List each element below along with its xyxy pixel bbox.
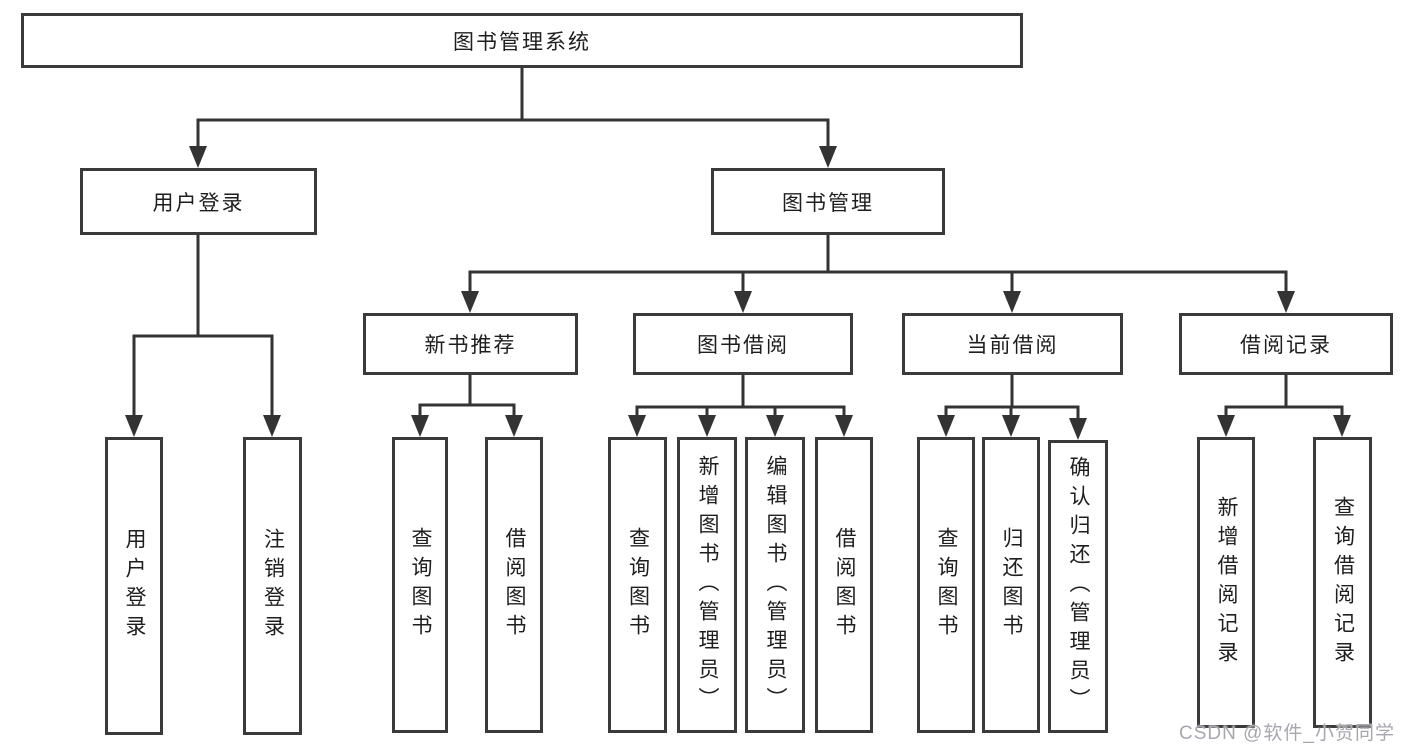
node-current-return-books: 归还图书 bbox=[982, 437, 1040, 733]
node-current-confirm-return-label: 确认归还（管理员） bbox=[1067, 456, 1090, 717]
node-user-login-label: 用户登录 bbox=[152, 191, 245, 215]
node-records-query-record-label: 查询借阅记录 bbox=[1331, 495, 1355, 670]
node-borrow-query-books: 查询图书 bbox=[608, 437, 667, 733]
node-records-query-record: 查询借阅记录 bbox=[1313, 437, 1372, 728]
node-recommend-query-books-label: 查询图书 bbox=[409, 527, 432, 643]
node-book-management: 图书管理 bbox=[711, 168, 945, 235]
node-current-return-books-label: 归还图书 bbox=[1000, 527, 1023, 643]
node-borrow-records-label: 借阅记录 bbox=[1240, 334, 1332, 357]
node-borrow-add-books: 新增图书（管理员） bbox=[677, 437, 737, 733]
node-borrow-add-books-label: 新增图书（管理员） bbox=[696, 454, 719, 716]
node-new-book-recommend-label: 新书推荐 bbox=[424, 334, 517, 357]
node-current-query-books-label: 查询图书 bbox=[935, 527, 958, 643]
node-login-user-label: 用户登录 bbox=[123, 528, 146, 644]
node-borrow-borrow-books: 借阅图书 bbox=[815, 437, 873, 733]
node-new-book-recommend: 新书推荐 bbox=[363, 313, 578, 375]
node-borrow-edit-books: 编辑图书（管理员） bbox=[745, 437, 805, 733]
node-root: 图书管理系统 bbox=[21, 13, 1023, 68]
node-recommend-borrow-books-label: 借阅图书 bbox=[503, 527, 526, 643]
node-login-logout-label: 注销登录 bbox=[261, 528, 285, 644]
node-book-management-label: 图书管理 bbox=[782, 191, 874, 215]
node-login-logout: 注销登录 bbox=[243, 437, 302, 735]
node-borrow-query-books-label: 查询图书 bbox=[626, 527, 650, 643]
node-current-borrow: 当前借阅 bbox=[902, 313, 1123, 375]
node-records-add-record: 新增借阅记录 bbox=[1197, 437, 1255, 728]
node-borrow-borrow-books-label: 借阅图书 bbox=[833, 527, 856, 643]
node-recommend-query-books: 查询图书 bbox=[392, 437, 448, 733]
node-book-borrow-label: 图书借阅 bbox=[697, 334, 789, 357]
node-user-login: 用户登录 bbox=[80, 168, 317, 235]
node-current-borrow-label: 当前借阅 bbox=[966, 334, 1059, 357]
node-recommend-borrow-books: 借阅图书 bbox=[485, 437, 543, 733]
node-root-label: 图书管理系统 bbox=[453, 30, 591, 54]
node-login-user: 用户登录 bbox=[105, 437, 163, 735]
node-current-confirm-return: 确认归还（管理员） bbox=[1048, 440, 1108, 733]
node-current-query-books: 查询图书 bbox=[917, 437, 975, 733]
node-borrow-records: 借阅记录 bbox=[1179, 313, 1393, 375]
node-book-borrow: 图书借阅 bbox=[633, 313, 853, 375]
node-records-add-record-label: 新增借阅记录 bbox=[1215, 495, 1238, 670]
watermark: CSDN @软件_小贺同学 bbox=[1179, 723, 1395, 744]
node-borrow-edit-books-label: 编辑图书（管理员） bbox=[764, 454, 787, 716]
